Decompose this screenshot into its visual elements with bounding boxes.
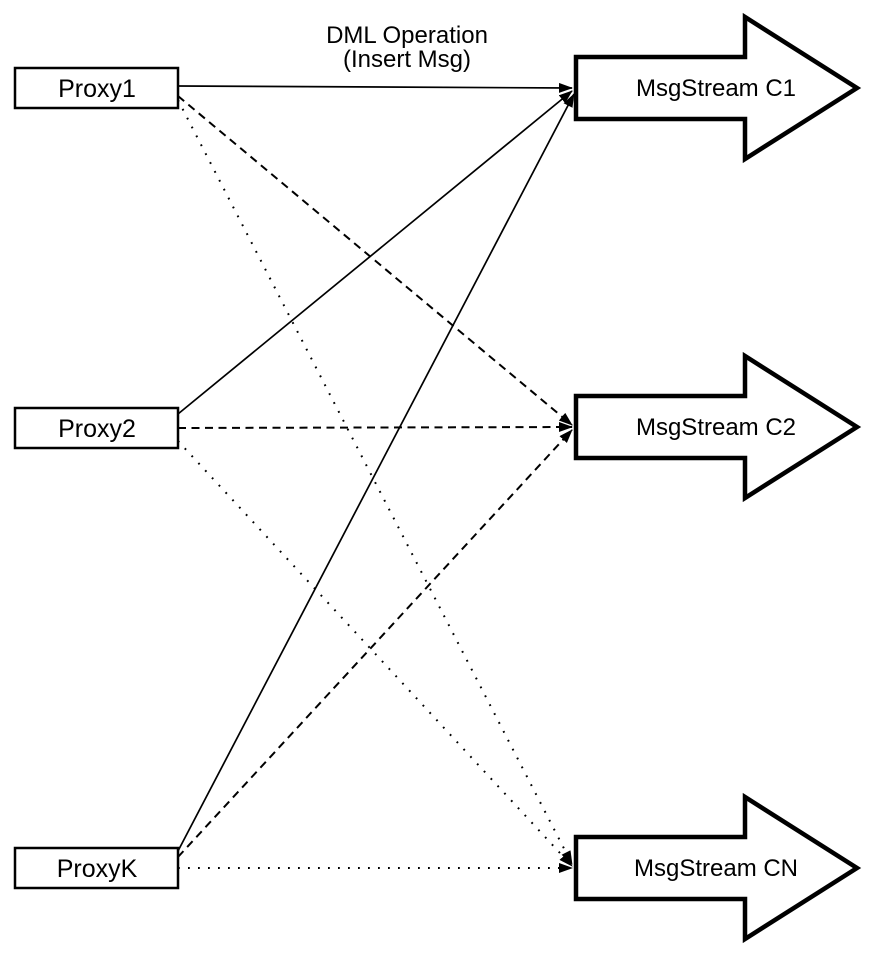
edge-proxy2-msgstream-c2	[177, 422, 573, 433]
edge-proxy2-msgstream-c1	[177, 90, 573, 415]
edge-proxy2-msgstream-cn	[177, 440, 573, 867]
proxyk-node: ProxyK	[13, 846, 180, 890]
proxy2-node: Proxy2	[13, 406, 180, 450]
proxyk-box	[13, 846, 180, 890]
edge-proxy1-msgstream-cn	[177, 99, 573, 865]
msgstream-cn-node: MsgStream CN	[573, 792, 862, 944]
proxy1-label: Proxy1	[58, 75, 136, 103]
msgstream-c2-arrow-shape	[573, 351, 862, 503]
msgstream-c2-node: MsgStream C2	[573, 351, 862, 503]
proxy1-node: Proxy1	[13, 66, 180, 110]
edge-label-line1: DML Operation	[326, 22, 488, 49]
proxyk-label: ProxyK	[57, 855, 138, 883]
msgstream-cn-arrow-shape	[573, 792, 862, 944]
edge-proxyk-msgstream-c2	[177, 429, 573, 858]
msgstream-cn-label: MsgStream CN	[634, 855, 798, 882]
edge-proxy1-msgstream-c1	[177, 82, 573, 93]
proxy2-box	[13, 406, 180, 450]
msgstream-c1-node: MsgStream C1	[573, 12, 862, 164]
edge-proxy1-msgstream-c2	[177, 95, 573, 426]
msgstream-c1-label: MsgStream C1	[636, 75, 796, 102]
msgstream-c2-label: MsgStream C2	[636, 414, 796, 441]
msgstream-c1-arrow-shape	[573, 12, 862, 164]
edge-label-line2: (Insert Msg)	[343, 46, 471, 73]
proxy1-box	[13, 66, 180, 110]
proxy2-label: Proxy2	[58, 415, 136, 443]
edge-proxyk-msgstream-c1	[177, 93, 575, 852]
